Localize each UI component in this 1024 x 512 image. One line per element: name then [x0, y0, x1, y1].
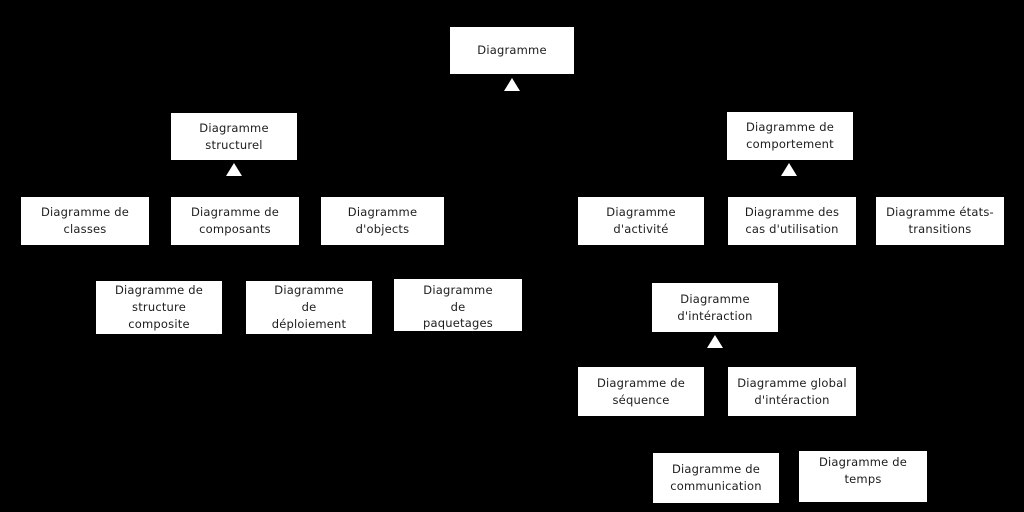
node-diagramme-d-objects: Diagramme d'objects	[320, 196, 445, 246]
node-diagramme-de-composants: Diagramme de composants	[170, 196, 300, 246]
node-diagramme-de-structure-composite: Diagramme de structure composite	[95, 280, 223, 335]
node-diagramme-de-temps: Diagramme de temps	[798, 450, 928, 503]
node-diagramme-des-cas-d-utilisation: Diagramme des cas d'utilisation	[727, 196, 857, 246]
inheritance-arrow-up-icon	[226, 163, 242, 176]
node-diagramme-d-activite: Diagramme d'activité	[577, 196, 705, 246]
node-diagramme-de-deploiement: Diagramme de déploiement	[245, 280, 373, 335]
node-diagramme-etats-transitions: Diagramme états- transitions	[875, 196, 1005, 246]
node-diagramme-structurel: Diagramme structurel	[170, 112, 298, 161]
node-diagramme-de-sequence: Diagramme de séquence	[577, 366, 705, 417]
node-diagramme-d-interaction: Diagramme d'intéraction	[651, 282, 779, 333]
node-diagramme-de-paquetages: Diagramme de paquetages	[393, 278, 523, 332]
node-diagramme-de-comportement: Diagramme de comportement	[726, 111, 854, 161]
node-diagramme: Diagramme	[449, 26, 575, 75]
inheritance-arrow-up-icon	[707, 335, 723, 348]
inheritance-arrow-up-icon	[781, 163, 797, 176]
node-diagramme-de-classes: Diagramme de classes	[20, 196, 150, 246]
inheritance-arrow-up-icon	[504, 78, 520, 91]
node-diagramme-de-communication: Diagramme de communication	[652, 452, 780, 504]
node-diagramme-global-d-interaction: Diagramme global d'intéraction	[727, 366, 857, 417]
